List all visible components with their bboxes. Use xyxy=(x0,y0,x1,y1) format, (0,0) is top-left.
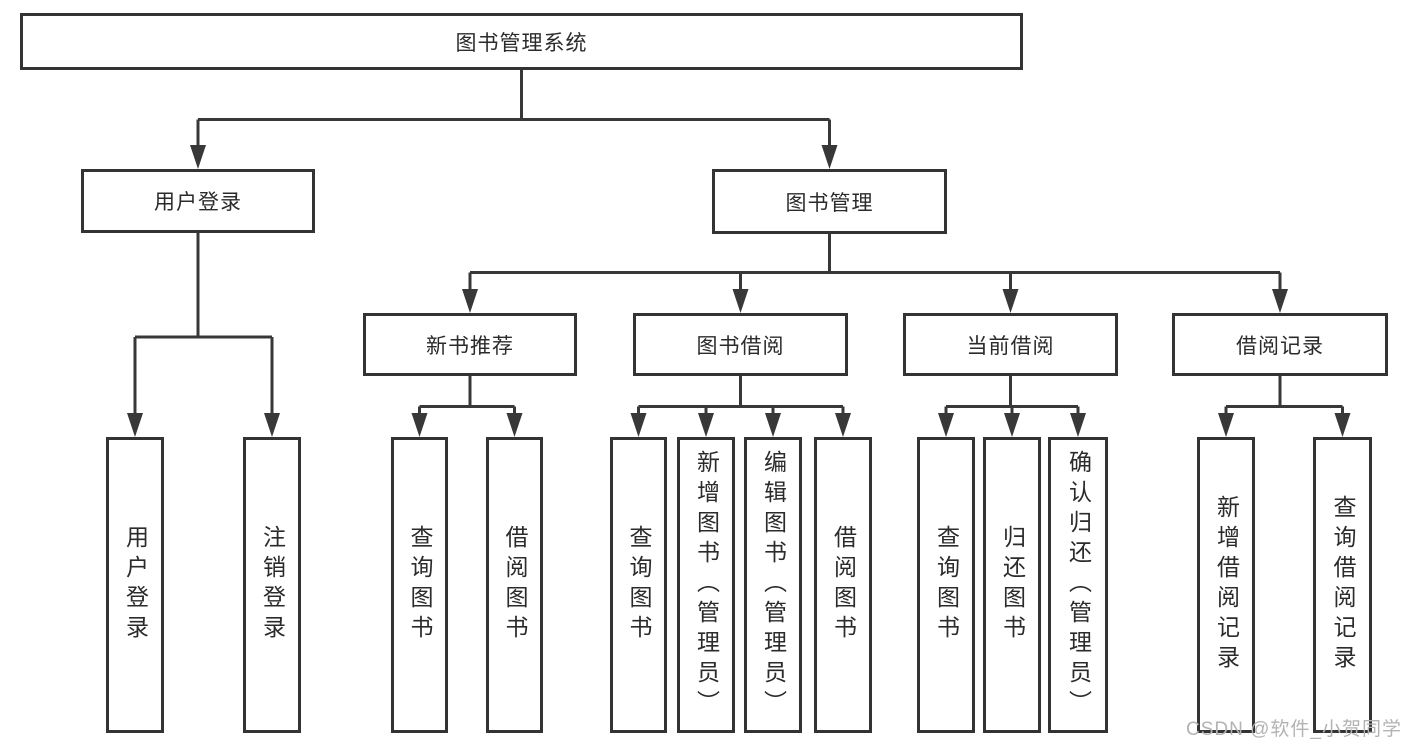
node-leaf-confirm-return-admin-label: 确认归还（管理员） xyxy=(1065,450,1092,720)
node-leaf-borrow-books-1: 借阅图书 xyxy=(486,437,543,733)
node-root: 图书管理系统 xyxy=(20,13,1023,70)
node-root-label: 图书管理系统 xyxy=(455,31,588,55)
node-book-management-label: 图书管理 xyxy=(785,191,874,215)
node-new-book-recommend: 新书推荐 xyxy=(363,313,577,376)
node-leaf-borrow-books-2-label: 借阅图书 xyxy=(830,525,857,645)
node-leaf-user-login-label: 用户登录 xyxy=(122,525,149,645)
node-leaf-borrow-books-2: 借阅图书 xyxy=(814,437,872,733)
node-leaf-user-login: 用户登录 xyxy=(106,437,164,733)
node-borrow-records: 借阅记录 xyxy=(1172,313,1388,376)
node-leaf-query-books-2: 查询图书 xyxy=(610,437,667,733)
node-leaf-edit-books-admin: 编辑图书（管理员） xyxy=(744,437,802,733)
node-leaf-add-books-admin-label: 新增图书（管理员） xyxy=(693,450,720,720)
node-leaf-query-books-3: 查询图书 xyxy=(917,437,975,733)
watermark: CSDN @软件_小贺同学 xyxy=(1186,719,1402,740)
node-leaf-query-books-1: 查询图书 xyxy=(391,437,448,733)
node-book-borrow: 图书借阅 xyxy=(633,313,848,376)
node-current-borrow: 当前借阅 xyxy=(903,313,1118,376)
node-book-borrow-label: 图书借阅 xyxy=(696,334,785,358)
node-user-login-label: 用户登录 xyxy=(154,191,242,214)
node-leaf-query-books-2-label: 查询图书 xyxy=(626,525,652,645)
node-leaf-query-books-1-label: 查询图书 xyxy=(407,525,433,645)
node-leaf-add-borrow-record: 新增借阅记录 xyxy=(1197,437,1255,733)
node-leaf-confirm-return-admin: 确认归还（管理员） xyxy=(1048,437,1108,733)
node-user-login: 用户登录 xyxy=(81,169,315,233)
node-leaf-logout-label: 注销登录 xyxy=(259,525,286,645)
node-new-book-recommend-label: 新书推荐 xyxy=(426,334,514,358)
node-borrow-records-label: 借阅记录 xyxy=(1236,334,1324,358)
node-leaf-add-borrow-record-label: 新增借阅记录 xyxy=(1213,495,1240,675)
node-current-borrow-label: 当前借阅 xyxy=(966,334,1055,358)
node-book-management: 图书管理 xyxy=(712,169,947,234)
node-leaf-query-borrow-record: 查询借阅记录 xyxy=(1313,437,1372,733)
node-leaf-query-borrow-record-label: 查询借阅记录 xyxy=(1330,495,1356,675)
node-leaf-add-books-admin: 新增图书（管理员） xyxy=(677,437,735,733)
node-leaf-query-books-3-label: 查询图书 xyxy=(933,525,960,645)
node-leaf-edit-books-admin-label: 编辑图书（管理员） xyxy=(760,450,787,720)
node-leaf-return-books: 归还图书 xyxy=(983,437,1041,733)
node-leaf-return-books-label: 归还图书 xyxy=(999,525,1026,645)
node-leaf-logout: 注销登录 xyxy=(243,437,301,733)
node-leaf-borrow-books-1-label: 借阅图书 xyxy=(502,525,528,645)
